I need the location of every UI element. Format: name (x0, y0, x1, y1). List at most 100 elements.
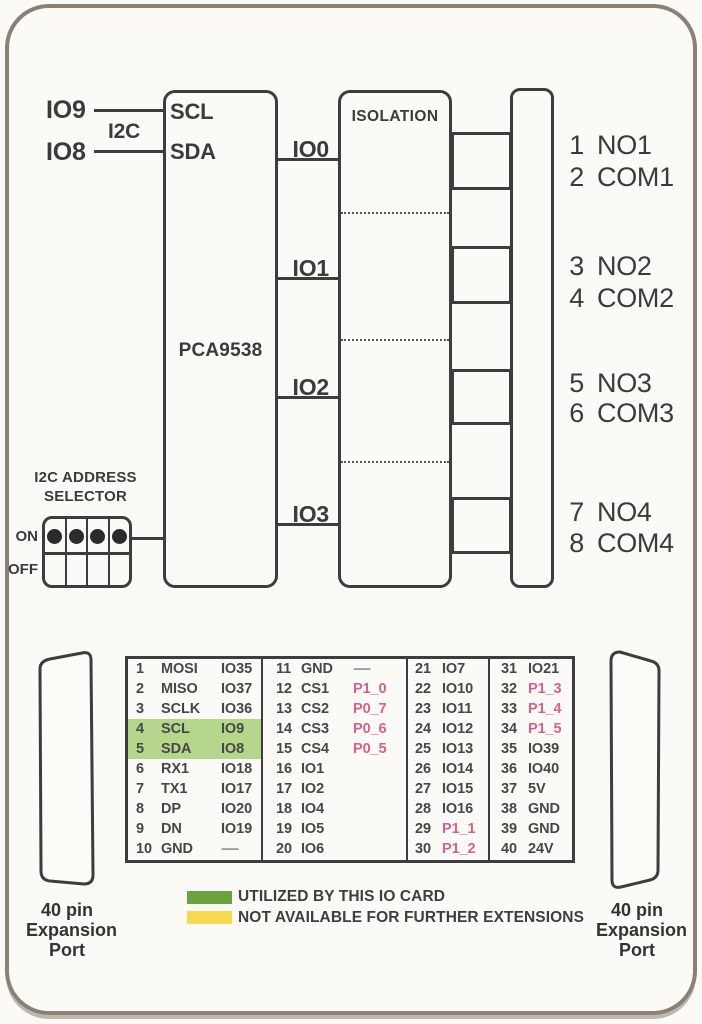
relay-contact-rung (451, 497, 512, 554)
pin-number: 30 (415, 841, 431, 857)
card-border (5, 4, 697, 1015)
left-port-line3: Port (49, 940, 85, 960)
terminal-block (510, 88, 554, 588)
pinout-row: 23 IO11 (408, 699, 488, 719)
pin-number: 2 (136, 681, 144, 697)
wire-dip-to-chip (129, 537, 163, 540)
relay-terminal-label: 3 NO2 (567, 251, 652, 282)
pin-number: 9 (136, 821, 144, 837)
pin-number: 15 (276, 741, 292, 757)
label-io9: IO9 (46, 96, 86, 124)
pin-number: 37 (501, 781, 517, 797)
pin-number: 24 (415, 721, 431, 737)
chip-output-label: IO2 (292, 374, 330, 400)
left-port-caption: 40 pin Expansion Port (26, 900, 118, 960)
pin-name: CS2 (301, 701, 329, 717)
pin-number: 33 (501, 701, 517, 717)
pin-number: 21 (415, 661, 431, 677)
wire-scl (94, 109, 163, 112)
pin-number: 6 (136, 761, 144, 777)
pin-name: IO11 (442, 701, 473, 717)
terminal-pin-number: 3 (569, 251, 584, 281)
pin-number: 8 (136, 801, 144, 817)
pin-name: MISO (161, 681, 198, 697)
pin-number: 25 (415, 741, 431, 757)
pin-number: 19 (276, 821, 292, 837)
pin-number: 20 (276, 841, 292, 857)
terminal-pin-number: 6 (569, 398, 584, 428)
pin-gpio: P1_0 (353, 681, 387, 697)
pinout-row: 24 IO12 (408, 719, 488, 739)
pin-gpio: ----- (353, 661, 371, 677)
pin-name: GND (528, 801, 560, 817)
isolation-divider (341, 339, 449, 341)
terminal-pin-name: NO2 (597, 251, 652, 281)
terminal-pin-name: NO4 (597, 497, 652, 527)
pin-name: 5V (528, 781, 546, 797)
pin-number: 23 (415, 701, 431, 717)
pin-number: 16 (276, 761, 292, 777)
right-port-line2: Expansion (596, 920, 688, 940)
terminal-pin-name: NO3 (597, 368, 652, 398)
pin-name: IO13 (442, 741, 474, 757)
terminal-pin-number: 5 (569, 368, 584, 398)
dip-switch-lever-on (68, 529, 84, 544)
pin-name: SCL (161, 721, 190, 737)
left-port-line2: Expansion (26, 920, 118, 940)
pin-number: 18 (276, 801, 292, 817)
dip-middle-line (45, 552, 129, 555)
relay-terminal-label: 7 NO4 (567, 497, 652, 528)
relay-contact-rung (451, 246, 512, 304)
relay-terminal-label: 5 NO3 (567, 368, 652, 399)
terminal-pin-name: COM3 (597, 398, 674, 428)
pin-name: MOSI (161, 661, 198, 677)
pin-number: 34 (501, 721, 517, 737)
pin-name: IO40 (528, 761, 560, 777)
pin-number: 10 (136, 841, 152, 857)
legend-label-not-available: NOT AVAILABLE FOR FURTHER EXTENSIONS (238, 909, 585, 926)
pin-name: P1_2 (442, 841, 476, 857)
isolation-box: ISOLATION (338, 90, 452, 588)
pin-name: P1_3 (528, 681, 562, 697)
label-io8: IO8 (46, 138, 86, 166)
legend-swatch-yellow (187, 911, 232, 924)
legend-swatch-green (187, 891, 232, 904)
wire-chip-output (278, 396, 338, 399)
pin-number: 22 (415, 681, 431, 697)
chip-output-label: IO0 (292, 136, 330, 162)
pin-gpio: IO35 (221, 661, 253, 677)
terminal-pin-name: COM2 (597, 283, 674, 313)
right-port-line3: Port (619, 940, 655, 960)
pin-name: SDA (161, 741, 192, 757)
terminal-pin-number: 7 (569, 497, 584, 527)
terminal-pin-number: 2 (569, 162, 584, 192)
pin-number: 7 (136, 781, 144, 797)
pin-gpio: IO8 (221, 741, 245, 757)
chip-output-label: IO3 (292, 501, 330, 527)
pin-name: IO12 (442, 721, 474, 737)
pin-name: IO39 (528, 741, 560, 757)
relay-terminal-label: 6 COM3 (567, 398, 674, 429)
